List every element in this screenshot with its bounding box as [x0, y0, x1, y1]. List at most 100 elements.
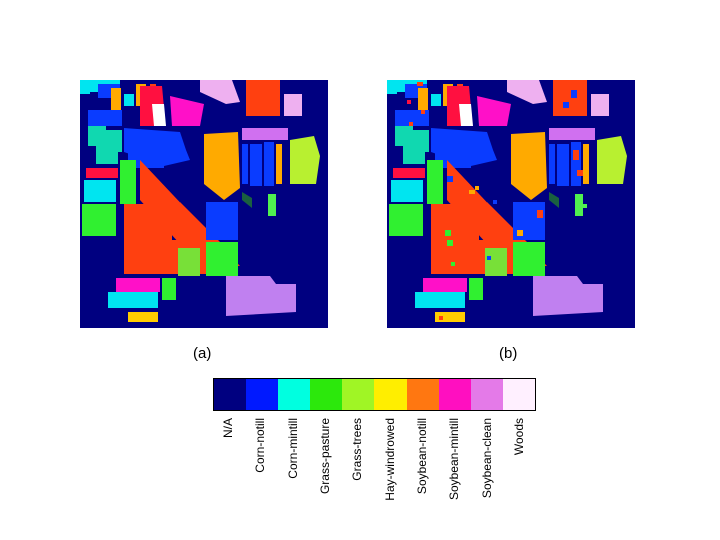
map-region-yellow-orange	[111, 88, 121, 112]
legend-swatch-soybean-notill	[406, 379, 439, 410]
map-region-orange-red	[124, 204, 172, 274]
legend-label: Soybean-notill	[414, 418, 429, 495]
map-region-magenta	[477, 96, 511, 126]
map-region-lime	[597, 136, 627, 184]
misclassified-patch	[451, 262, 455, 266]
misclassified-patch	[475, 186, 479, 190]
map-region-light-violet	[591, 94, 609, 116]
map-region-blue	[128, 148, 164, 168]
map-region-blue	[264, 142, 274, 186]
misclassified-patch	[439, 316, 443, 320]
legend-label: Hay-windrowed	[382, 418, 397, 501]
map-region-magenta	[423, 278, 467, 292]
misclassified-patch	[563, 102, 569, 108]
map-region-green	[120, 160, 136, 204]
map-region-white	[152, 104, 166, 126]
map-region-red	[393, 168, 425, 178]
misclassified-patch	[517, 230, 523, 236]
map-region-teal	[401, 130, 429, 152]
map-region-yellow-orange	[276, 144, 282, 184]
misclassified-patch	[407, 100, 411, 104]
map-region-green	[469, 278, 483, 300]
map-region-blue	[206, 202, 238, 240]
map-region-red	[86, 168, 118, 178]
misclassified-patch	[559, 180, 563, 186]
map-region-magenta	[116, 278, 160, 292]
map-region-blue	[395, 110, 429, 126]
legend-label: Soybean-clean	[479, 418, 494, 499]
misclassified-patch	[583, 204, 587, 208]
map-region-light-green	[575, 194, 583, 216]
legend-swatch-grass-trees	[342, 379, 375, 410]
legend-swatch-woods	[502, 379, 535, 410]
map-region-dark-green	[549, 192, 559, 208]
misclassified-patch	[421, 110, 425, 114]
legend-swatch-corn-mintill	[278, 379, 311, 410]
misclassified-patch	[487, 256, 491, 260]
misclassified-patch	[577, 170, 583, 176]
classification-map-b	[387, 80, 635, 328]
map-region-yellow-orange	[583, 144, 589, 184]
map-region-blue	[250, 144, 262, 186]
legend-label: Soybean-mintill	[447, 418, 462, 501]
map-region-gold	[128, 312, 158, 322]
legend-swatch-soybean-clean	[470, 379, 503, 410]
map-region-green	[427, 160, 443, 204]
misclassified-patch	[571, 90, 577, 98]
map-region-cyan	[415, 292, 465, 308]
misclassified-patch	[409, 122, 413, 126]
map-region-orange-red	[553, 80, 587, 116]
legend-swatch-corn-notill	[246, 379, 279, 410]
map-region-orange-red	[246, 80, 280, 116]
map-region-violet	[242, 128, 288, 140]
map-region-blue	[435, 148, 471, 168]
map-region-green	[513, 242, 545, 276]
map-region-blue	[549, 144, 555, 184]
classification-map-a	[80, 80, 328, 328]
misclassified-patch	[469, 190, 475, 194]
caption-b: (b)	[499, 345, 518, 362]
map-region-magenta	[170, 96, 204, 126]
map-region-green	[389, 204, 423, 236]
map-region-light-violet	[284, 94, 302, 116]
map-region-cyan	[84, 180, 116, 202]
misclassified-patch	[537, 210, 543, 218]
map-region-pale-violet	[226, 276, 296, 316]
misclassified-patch	[493, 200, 497, 204]
map-region-green	[162, 278, 176, 300]
misclassified-patch	[417, 82, 423, 86]
legend-swatch-n-a	[214, 379, 247, 410]
map-region-yellow-orange	[511, 132, 547, 200]
map-region-blue	[557, 144, 569, 186]
map-region-blue	[571, 142, 581, 186]
map-region-grass	[178, 248, 200, 276]
legend-label: N/A	[221, 418, 236, 439]
map-region-violet	[549, 128, 595, 140]
caption-a: (a)	[193, 345, 212, 362]
map-region-pale-violet	[533, 276, 603, 316]
map-region-light-violet	[507, 80, 547, 104]
legend-swatch-soybean-mintill	[438, 379, 471, 410]
legend-color-bar	[213, 378, 536, 411]
map-region-green	[82, 204, 116, 236]
misclassified-patch	[573, 150, 579, 160]
map-region-light-green	[268, 194, 276, 216]
map-region-yellow-orange	[418, 88, 428, 112]
misclassified-patch	[447, 176, 453, 182]
map-region-cyan	[431, 94, 441, 106]
misclassified-patch	[445, 230, 451, 236]
map-region-white	[459, 104, 473, 126]
misclassified-patch	[447, 240, 453, 246]
map-region-lime	[290, 136, 320, 184]
map-region-blue	[242, 144, 248, 184]
map-region-cyan	[391, 180, 423, 202]
legend-swatch-grass-pasture	[310, 379, 343, 410]
map-region-light-violet	[200, 80, 240, 104]
legend-label: Corn-mintill	[285, 418, 300, 479]
legend-label: Corn-notill	[253, 418, 268, 473]
legend-swatch-hay-windrowed	[374, 379, 407, 410]
map-region-blue	[88, 110, 122, 126]
legend-label: Woods	[511, 418, 526, 456]
map-region-grass	[485, 248, 507, 276]
